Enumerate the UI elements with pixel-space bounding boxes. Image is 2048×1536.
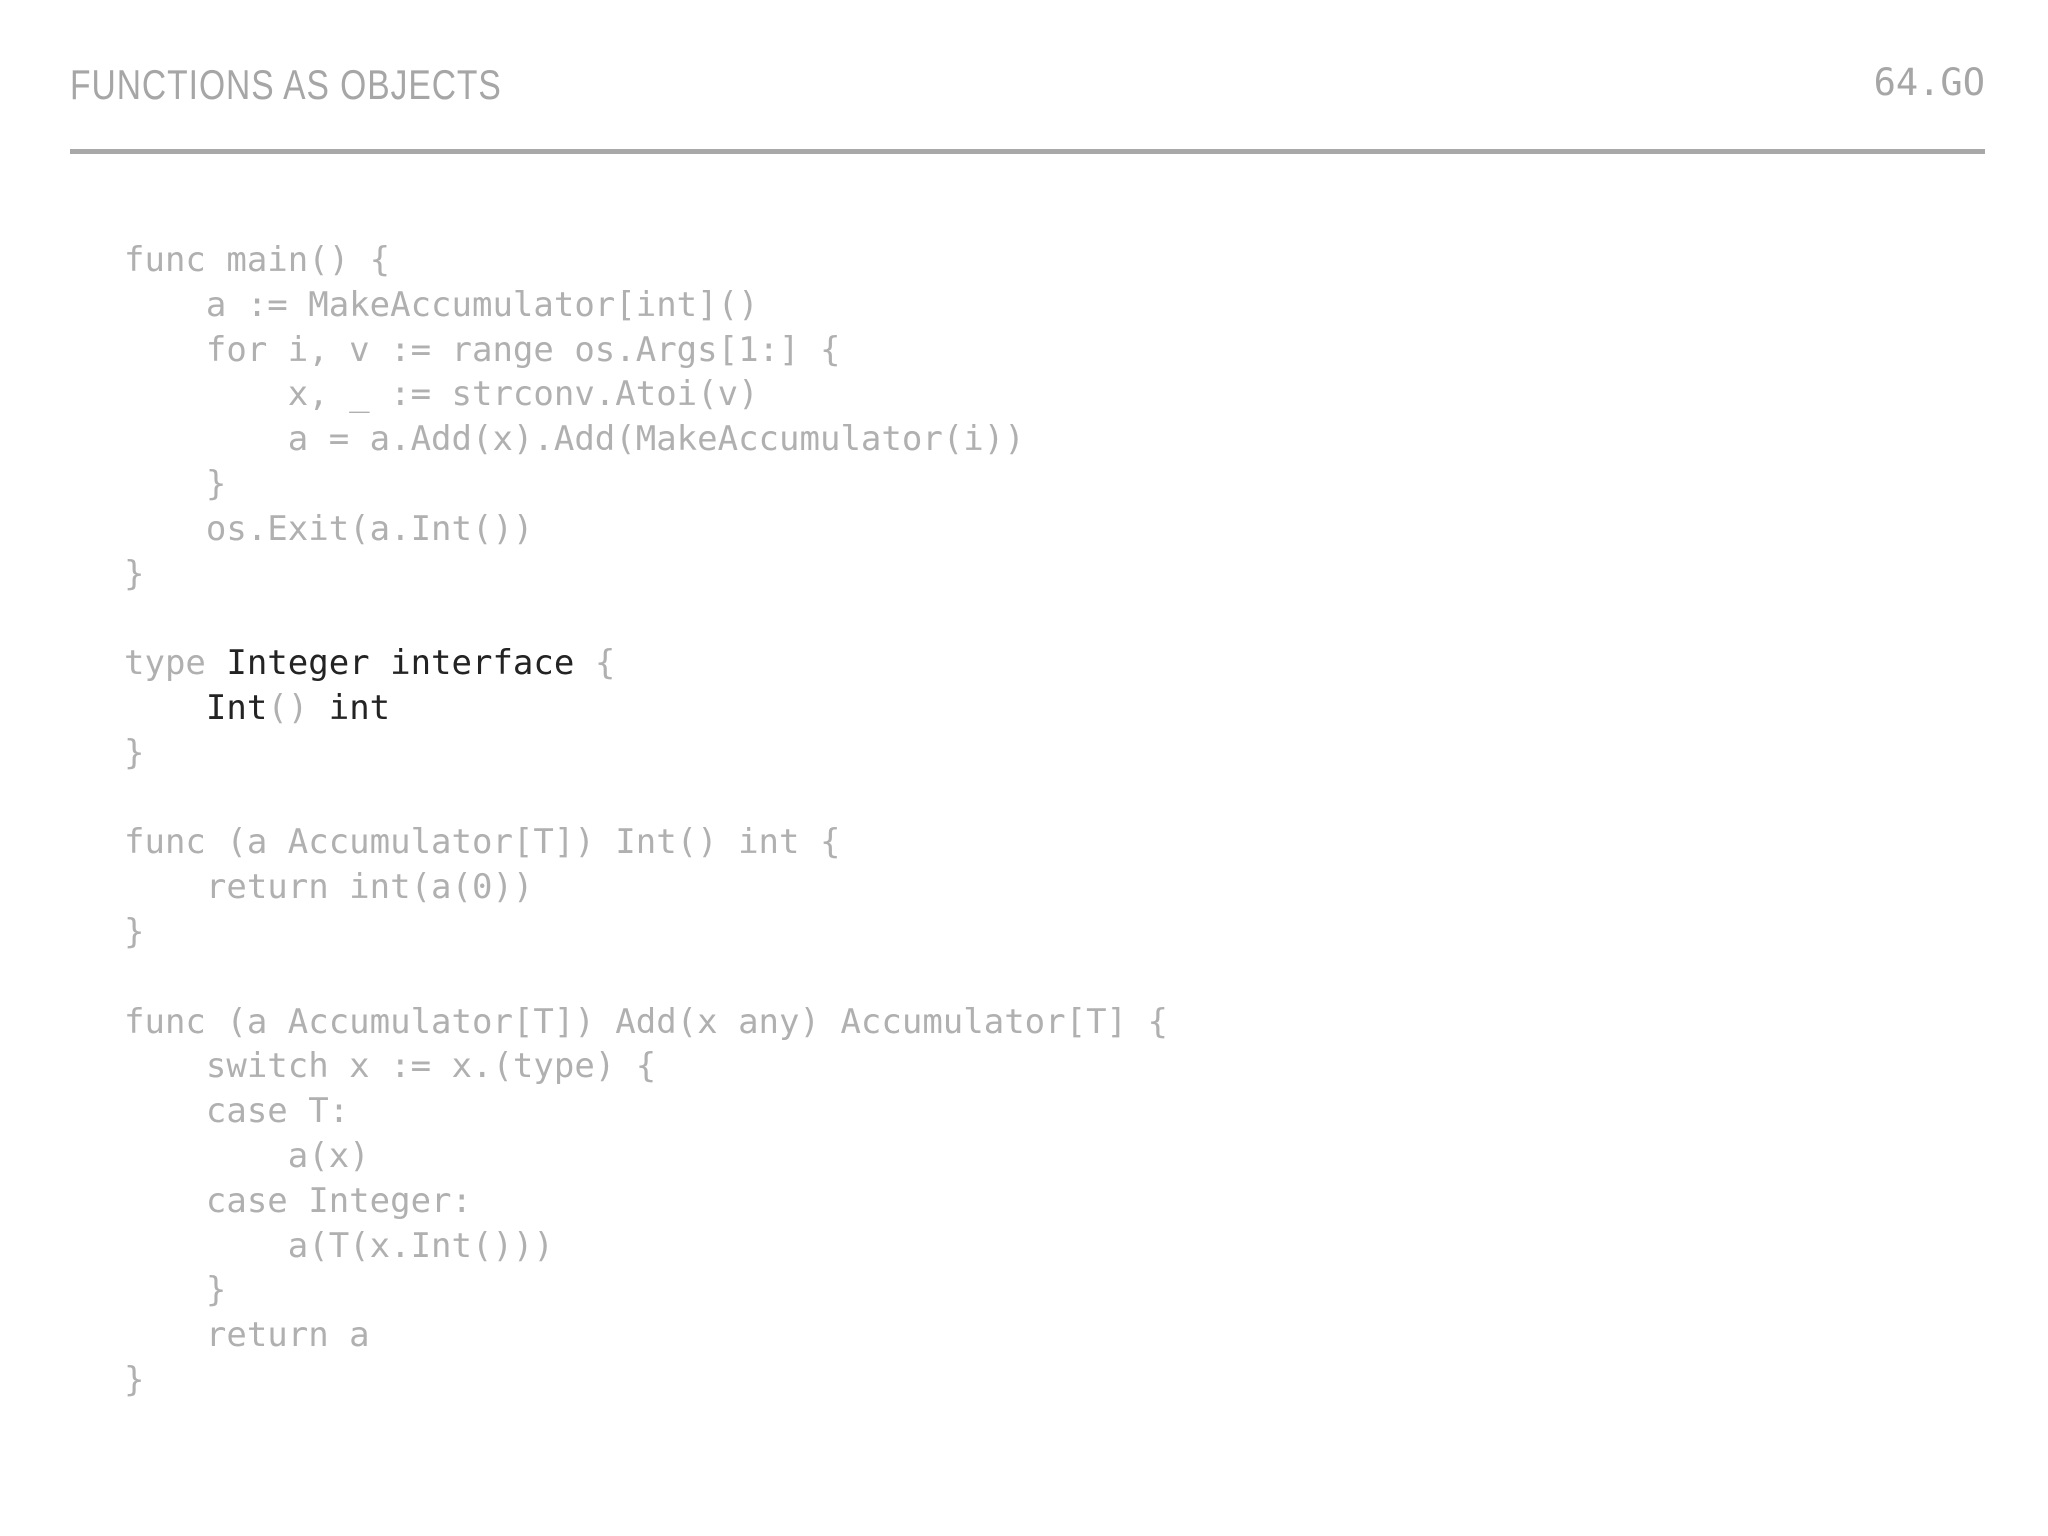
code-line: case Integer:: [124, 1179, 1168, 1224]
code-token: switch x := x.(type) {: [124, 1046, 657, 1087]
code-token: {: [574, 643, 616, 684]
code-token: for i, v := range os.Args[1:] {: [124, 329, 841, 370]
code-token: (): [267, 687, 309, 728]
code-line: return a: [124, 1313, 1168, 1358]
code-token: }: [124, 553, 145, 594]
code-line: }: [124, 731, 1168, 776]
code-token: }: [124, 463, 227, 504]
code-line: switch x := x.(type) {: [124, 1044, 1168, 1089]
code-line: }: [124, 1268, 1168, 1313]
code-token-emphasis: Int: [205, 687, 268, 728]
code-line: [124, 596, 1168, 641]
code-token: a(x): [124, 1135, 370, 1176]
code-line: func main() {: [124, 238, 1168, 283]
code-line: }: [124, 462, 1168, 507]
code-line: }: [124, 552, 1168, 597]
code-line: }: [124, 910, 1168, 955]
page-title: FUNCTIONS AS OBJECTS: [70, 61, 502, 108]
code-line: for i, v := range os.Args[1:] {: [124, 328, 1168, 373]
code-token: x, _ := strconv.Atoi(v): [124, 374, 759, 415]
code-token: type: [124, 643, 227, 684]
code-line: type Integer interface {: [124, 641, 1168, 686]
code-token: func (a Accumulator[T]) Add(x any) Accum…: [124, 1001, 1168, 1042]
code-token: }: [124, 1359, 145, 1400]
code-line: a := MakeAccumulator[int](): [124, 283, 1168, 328]
code-token: }: [124, 911, 145, 952]
code-line: a(T(x.Int())): [124, 1224, 1168, 1269]
code-token: [124, 688, 206, 728]
code-line: Int() int: [124, 686, 1168, 731]
code-token: return int(a(0)): [124, 867, 534, 908]
code-token: }: [124, 1270, 227, 1311]
code-listing: func main() { a := MakeAccumulator[int](…: [124, 238, 1168, 1403]
code-line: a(x): [124, 1134, 1168, 1179]
code-token: func main() {: [124, 240, 391, 280]
code-line: a = a.Add(x).Add(MakeAccumulator(i)): [124, 417, 1168, 462]
code-token: a = a.Add(x).Add(MakeAccumulator(i)): [124, 419, 1025, 460]
code-line: func (a Accumulator[T]) Add(x any) Accum…: [124, 1000, 1168, 1045]
slide-header: FUNCTIONS AS OBJECTS 64.GO: [70, 64, 1985, 136]
code-line: case T:: [124, 1089, 1168, 1134]
code-line: }: [124, 1358, 1168, 1403]
code-token: }: [124, 732, 145, 773]
code-token: a(T(x.Int())): [124, 1225, 554, 1266]
slide-page-number: 64.GO: [1873, 61, 1985, 104]
header-divider: [70, 149, 1985, 154]
code-token: func (a Accumulator[T]) Int() int {: [124, 822, 841, 863]
code-line: return int(a(0)): [124, 865, 1168, 910]
code-line: func (a Accumulator[T]) Int() int {: [124, 820, 1168, 865]
code-line: [124, 955, 1168, 1000]
code-line: [124, 776, 1168, 821]
code-line: os.Exit(a.Int()): [124, 507, 1168, 552]
code-token: return a: [124, 1315, 370, 1356]
code-token: case Integer:: [124, 1180, 472, 1221]
code-token-emphasis: int: [308, 687, 391, 728]
code-line: x, _ := strconv.Atoi(v): [124, 372, 1168, 417]
code-token: case T:: [124, 1091, 350, 1132]
code-token: a := MakeAccumulator[int](): [124, 284, 759, 325]
code-token-emphasis: Integer interface: [226, 643, 575, 684]
code-token: os.Exit(a.Int()): [124, 508, 534, 549]
